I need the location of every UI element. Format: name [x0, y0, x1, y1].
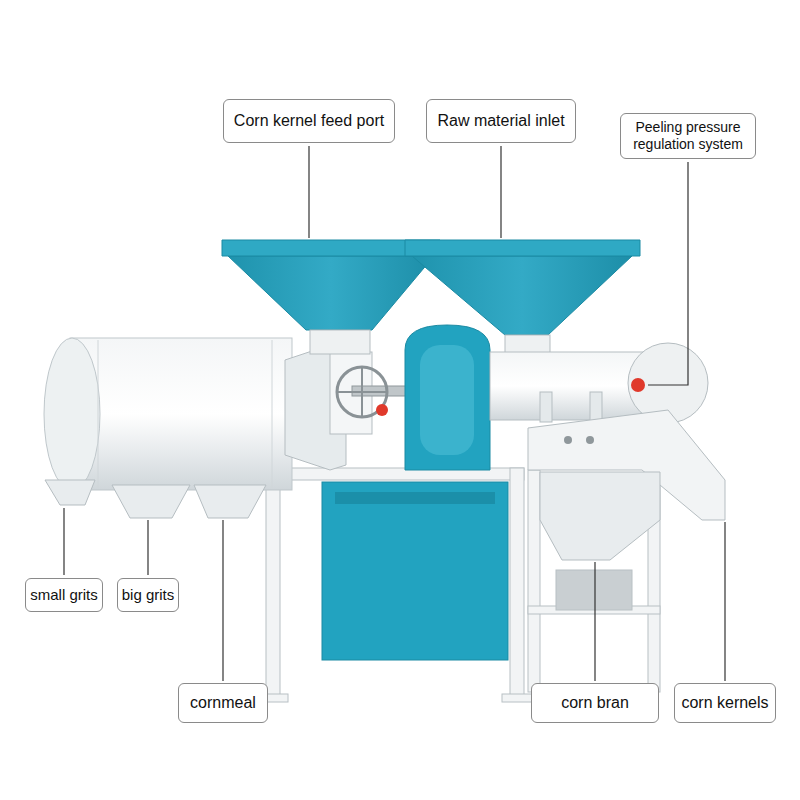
callout-box: big grits — [117, 578, 180, 612]
callout-text: Corn kernel feed port — [234, 111, 384, 130]
leader-line — [500, 146, 501, 238]
stand-frame — [258, 468, 532, 702]
big-grits-outlet — [112, 485, 190, 518]
cabinet-slot — [335, 492, 495, 504]
callout-box: corn kernels — [674, 683, 775, 722]
red-knob — [376, 404, 388, 416]
callout-text: small grits — [30, 586, 98, 604]
small-grits-outlet — [45, 480, 95, 505]
leader-line — [594, 562, 595, 681]
peeler-clamp — [540, 392, 552, 422]
right-hopper — [412, 256, 632, 335]
callout-box: Corn kernel feed port — [223, 99, 395, 142]
pulley-cover — [420, 345, 474, 455]
bolt — [564, 436, 572, 444]
right-hopper-rim — [405, 240, 640, 256]
handwheel-spoke — [361, 367, 363, 417]
handwheel — [337, 367, 387, 417]
callout-text: Raw material inlet — [437, 111, 564, 130]
leader-line — [63, 508, 64, 575]
hopper-neck — [310, 330, 370, 354]
callout-box: small grits — [25, 578, 103, 612]
callout-box: corn bran — [531, 683, 659, 722]
callout-text: corn bran — [542, 693, 648, 712]
peeler-clamp — [590, 392, 602, 422]
leader-line — [648, 162, 688, 385]
bolt — [586, 436, 594, 444]
peeler-tube — [490, 352, 650, 420]
cylinder-band — [272, 340, 273, 488]
callout-box: cornmeal — [178, 683, 268, 722]
sieve-cylinder — [70, 338, 292, 490]
callout-box: Peeling pressure regulation system — [620, 113, 756, 159]
callout-box: Raw material inlet — [426, 99, 575, 142]
leader-line — [147, 520, 148, 575]
callout-text: cornmeal — [189, 693, 257, 712]
red-knob — [631, 378, 645, 392]
left-hopper — [228, 256, 434, 330]
cylinder-band — [98, 340, 99, 488]
leader-line — [222, 520, 223, 681]
leader-line — [724, 522, 725, 681]
bran-outlet — [540, 472, 660, 560]
cylinder-end — [44, 338, 100, 490]
callout-text: big grits — [122, 586, 175, 604]
right-frame — [528, 470, 660, 692]
cornmeal-outlet — [194, 485, 266, 518]
pulley-guard — [405, 325, 490, 470]
callout-text: corn kernels — [681, 693, 768, 712]
leader-line — [308, 146, 309, 238]
teal-cabinet — [322, 482, 508, 660]
callout-text: Peeling pressure regulation system — [625, 119, 751, 153]
